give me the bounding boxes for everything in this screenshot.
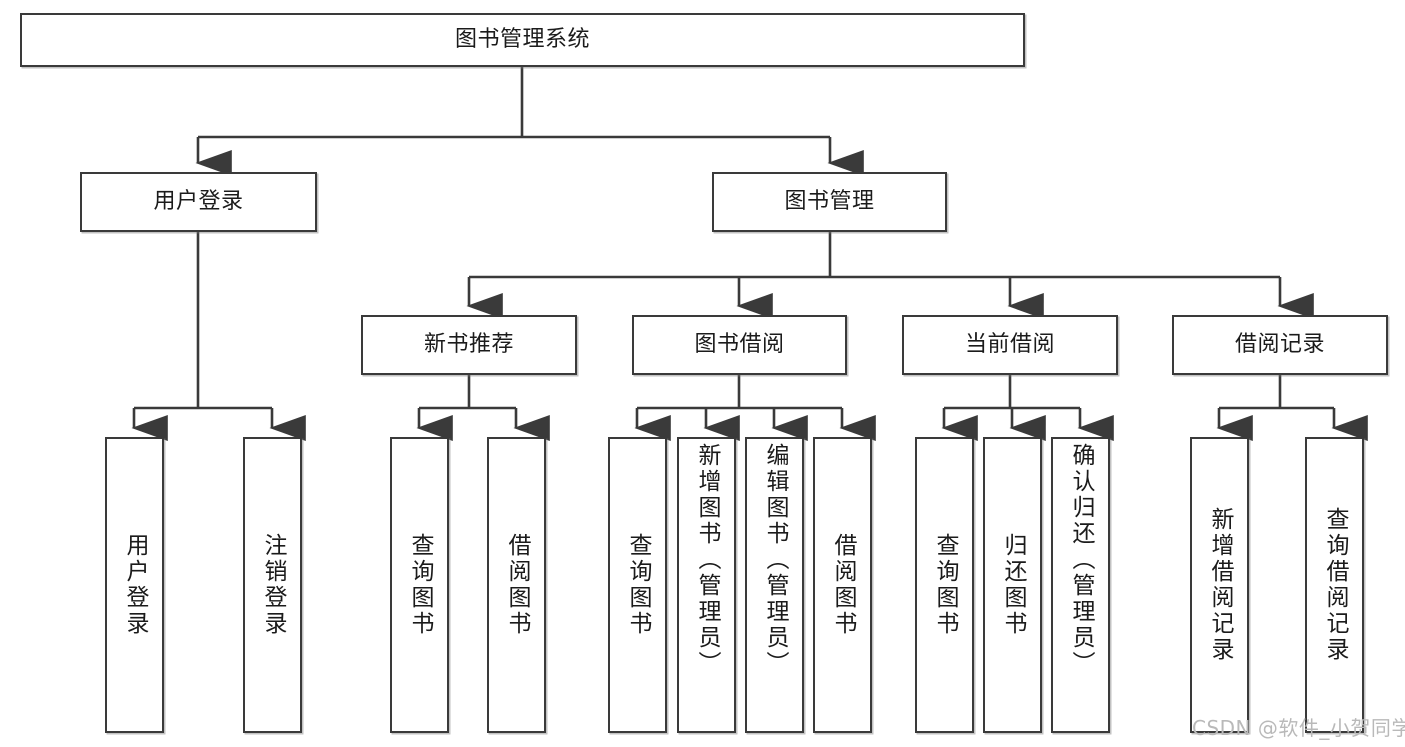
node-leaf-borrow-book-1-label: 借阅图书 (504, 533, 530, 637)
node-root[interactable]: 图书管理系统 (20, 13, 1025, 67)
node-leaf-return-book[interactable]: 归还图书 (983, 437, 1042, 733)
node-new-book-rec-label: 新书推荐 (423, 331, 514, 357)
node-leaf-query-book-2[interactable]: 查询图书 (608, 437, 667, 733)
node-leaf-confirm-return[interactable]: 确认归还（管理员） (1051, 437, 1110, 733)
node-leaf-query-book-1-label: 查询图书 (407, 533, 433, 637)
node-leaf-add-record-label: 新增借阅记录 (1207, 507, 1233, 663)
node-root-label: 图书管理系统 (454, 26, 590, 52)
node-user-login-label: 用户登录 (153, 188, 244, 214)
node-user-login[interactable]: 用户登录 (80, 172, 317, 232)
node-leaf-query-book-2-label: 查询图书 (625, 533, 651, 637)
node-leaf-query-record-label: 查询借阅记录 (1322, 507, 1348, 663)
node-leaf-borrow-book-1[interactable]: 借阅图书 (487, 437, 546, 733)
node-leaf-add-book-label: 新增图书（管理员） (694, 443, 720, 677)
node-book-borrow-label: 图书借阅 (694, 331, 785, 357)
node-leaf-edit-book[interactable]: 编辑图书（管理员） (745, 437, 804, 733)
node-leaf-edit-book-label: 编辑图书（管理员） (762, 443, 788, 677)
node-borrow-record[interactable]: 借阅记录 (1172, 315, 1388, 375)
node-leaf-query-book-3-label: 查询图书 (932, 533, 958, 637)
node-current-borrow[interactable]: 当前借阅 (902, 315, 1118, 375)
node-borrow-record-label: 借阅记录 (1234, 331, 1325, 357)
node-leaf-query-record[interactable]: 查询借阅记录 (1305, 437, 1364, 733)
node-leaf-query-book-3[interactable]: 查询图书 (915, 437, 974, 733)
node-leaf-add-book[interactable]: 新增图书（管理员） (677, 437, 736, 733)
node-leaf-confirm-return-label: 确认归还（管理员） (1068, 443, 1094, 677)
node-leaf-borrow-book-2-label: 借阅图书 (830, 533, 856, 637)
node-leaf-borrow-book-2[interactable]: 借阅图书 (813, 437, 872, 733)
node-book-manage[interactable]: 图书管理 (712, 172, 947, 232)
node-book-manage-label: 图书管理 (784, 188, 875, 214)
node-book-borrow[interactable]: 图书借阅 (632, 315, 847, 375)
node-leaf-user-login[interactable]: 用户登录 (105, 437, 164, 733)
node-leaf-add-record[interactable]: 新增借阅记录 (1190, 437, 1249, 733)
node-leaf-logout-login[interactable]: 注销登录 (243, 437, 302, 733)
node-leaf-logout-login-label: 注销登录 (260, 533, 286, 637)
node-leaf-user-login-label: 用户登录 (122, 533, 148, 637)
node-new-book-rec[interactable]: 新书推荐 (361, 315, 577, 375)
watermark: CSDN @软件_小贺同学 (1192, 716, 1405, 740)
node-leaf-return-book-label: 归还图书 (1000, 533, 1026, 637)
node-leaf-query-book-1[interactable]: 查询图书 (390, 437, 449, 733)
node-current-borrow-label: 当前借阅 (964, 331, 1055, 357)
